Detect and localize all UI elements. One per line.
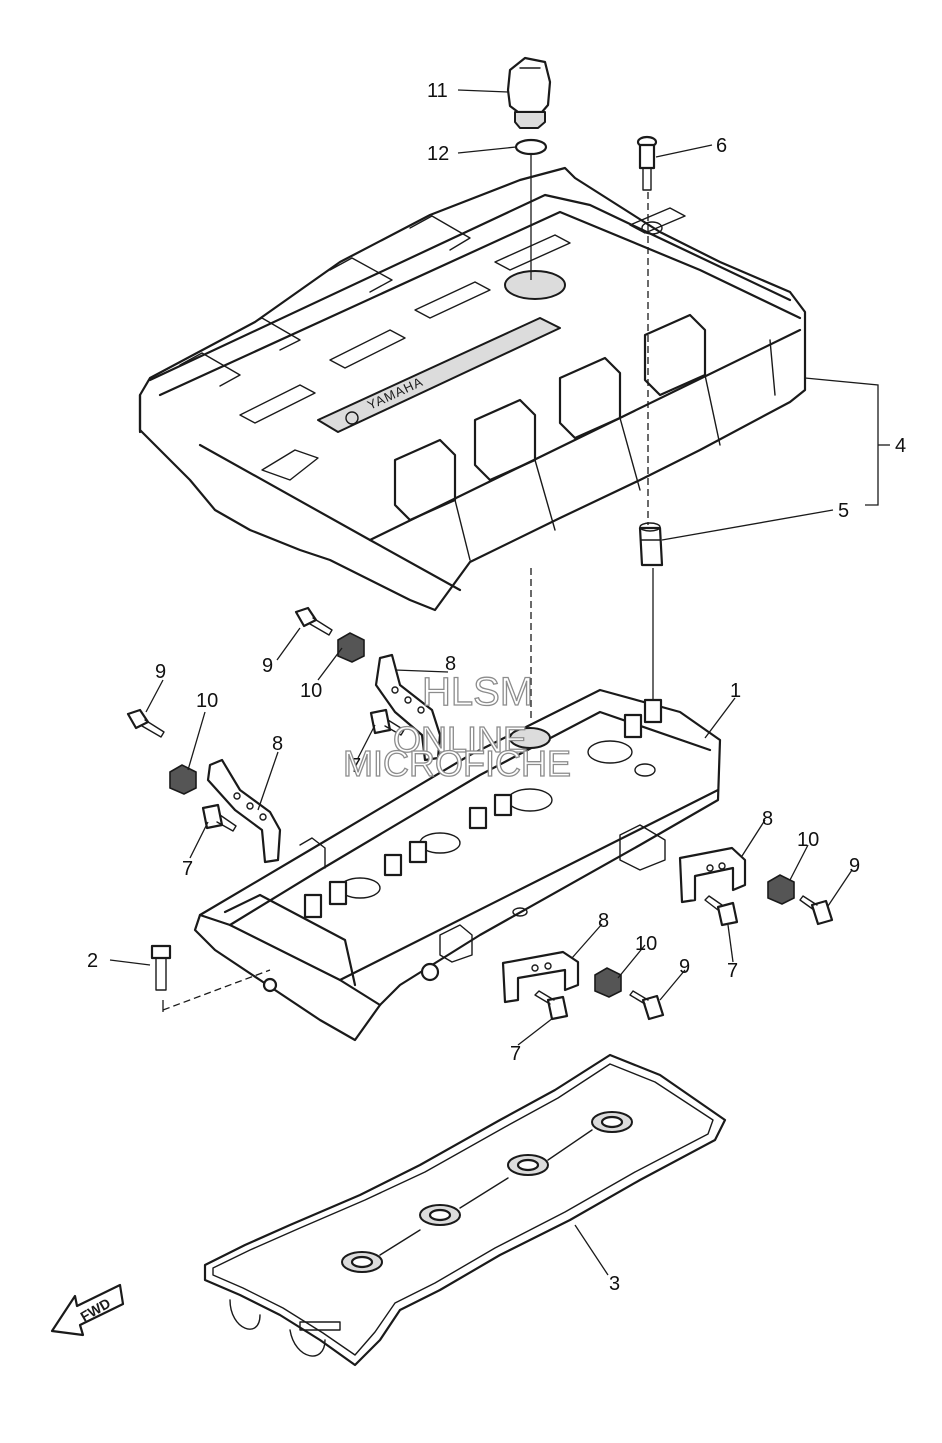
watermark-line-1: HLSM — [422, 670, 533, 714]
callout-9: 9 — [849, 855, 860, 877]
callout-8: 8 — [272, 733, 283, 755]
watermark: HLSM ONLINE MICROFICHE — [342, 669, 571, 784]
bracket-bolt — [201, 708, 739, 1021]
bracket-damper — [169, 632, 795, 998]
callout-10: 10 — [300, 680, 322, 702]
cover-bolt — [150, 944, 172, 991]
oil-filler-cap — [506, 56, 552, 129]
callout-12: 12 — [427, 143, 449, 165]
watermark-line-2: ONLINE — [393, 719, 527, 760]
engine-top-cover: YAMAHA — [138, 166, 807, 612]
callout-8: 8 — [445, 653, 456, 675]
callout-8: 8 — [762, 808, 773, 830]
grommet — [638, 522, 664, 567]
cover-screw — [636, 135, 658, 191]
callout-8: 8 — [598, 910, 609, 932]
cylinder-head-cover — [193, 688, 722, 1042]
callout-7: 7 — [182, 858, 193, 880]
o-ring — [514, 138, 548, 156]
callout-10: 10 — [196, 690, 218, 712]
mount-bracket-right — [678, 846, 747, 904]
callout-2: 2 — [87, 950, 98, 972]
callout-9: 9 — [679, 956, 690, 978]
callout-10: 10 — [797, 829, 819, 851]
callout-1: 1 — [730, 680, 741, 702]
callout-3: 3 — [609, 1273, 620, 1295]
callout-6: 6 — [716, 135, 727, 157]
callout-4: 4 — [895, 435, 906, 457]
mount-bracket-left — [206, 758, 282, 864]
callout-10: 10 — [635, 933, 657, 955]
cover-gasket — [203, 1053, 727, 1367]
mount-bracket-center — [501, 950, 580, 1004]
callout-7: 7 — [350, 755, 361, 777]
callout-5: 5 — [838, 500, 849, 522]
callout-11: 11 — [427, 80, 448, 102]
callout-9: 9 — [155, 661, 166, 683]
mount-bracket-upper — [374, 653, 442, 762]
forward-direction-arrow: FWD — [50, 1283, 125, 1337]
callout-7: 7 — [727, 960, 738, 982]
watermark-line-3: MICROFICHE — [343, 743, 571, 784]
callout-9: 9 — [262, 655, 273, 677]
callout-7: 7 — [510, 1043, 521, 1065]
damper-screw — [126, 606, 834, 1021]
